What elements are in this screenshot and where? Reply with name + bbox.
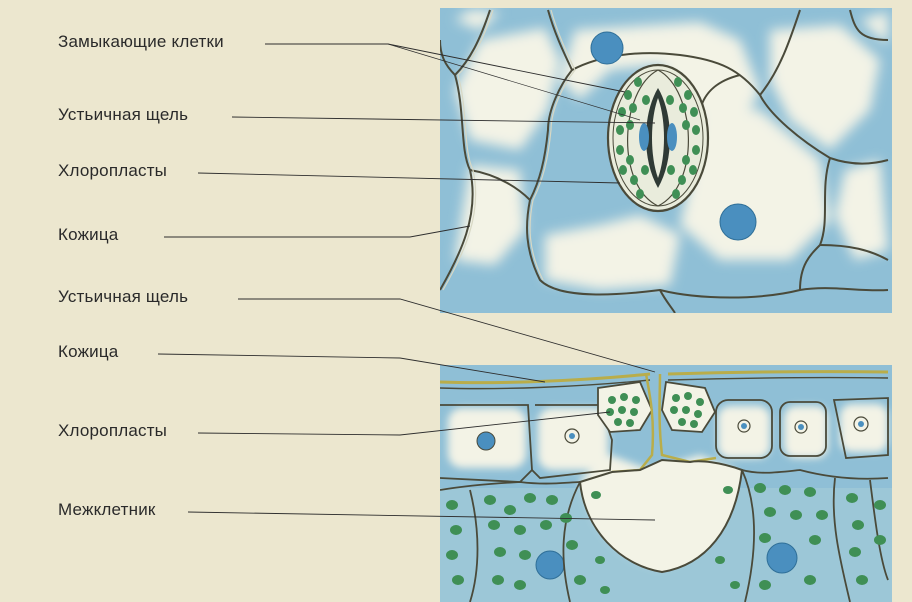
label-stomatal-slit-bottom: Устьичная щель [58,287,188,307]
surface-view [440,8,892,313]
label-chloroplasts-top: Хлоропласты [58,161,167,181]
label-epidermis-top: Кожица [58,225,118,245]
label-stomatal-slit-top: Устьичная щель [58,105,188,125]
cross-section [440,365,892,602]
label-guard-cells: Замыкающие клетки [58,32,224,52]
guard-cells [608,65,708,211]
label-epidermis-bottom: Кожица [58,342,118,362]
label-intercellular-space: Межклетник [58,500,156,520]
label-chloroplasts-bottom: Хлоропласты [58,421,167,441]
